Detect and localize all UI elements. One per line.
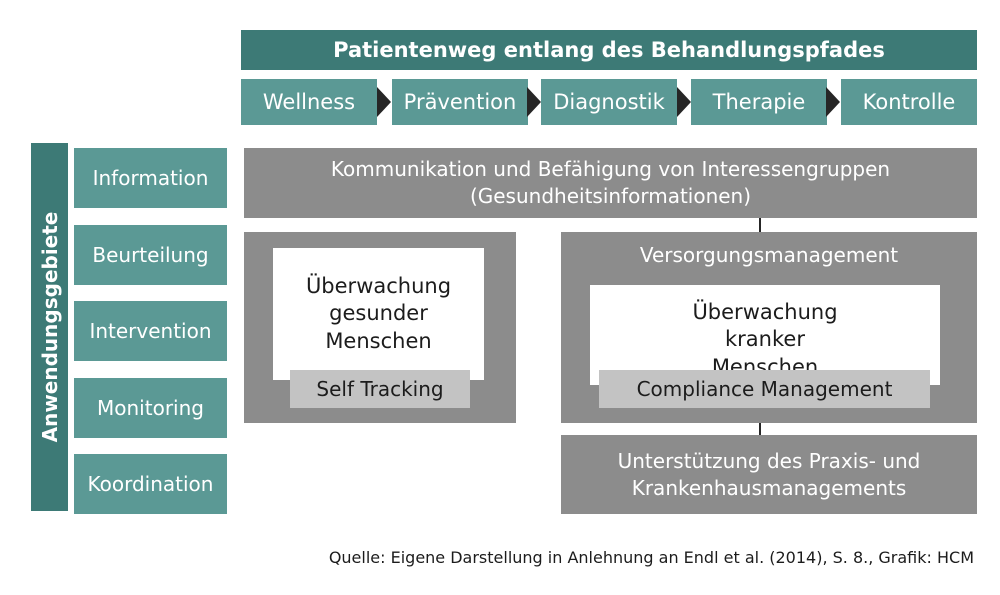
- side-item-information: Information: [74, 148, 227, 208]
- arrow-icon: [677, 87, 691, 117]
- stage-wellness: Wellness: [241, 79, 377, 125]
- care-management-title: Versorgungsmanagement: [639, 243, 899, 267]
- stage-therapie: Therapie: [691, 79, 827, 125]
- stage-label: Prävention: [403, 90, 517, 114]
- sick-monitoring-text: Überwachung kranker Menschen: [692, 300, 838, 379]
- side-item-label: Intervention: [89, 319, 212, 343]
- arrow-icon: [377, 87, 391, 117]
- diagram-title: Patientenweg entlang des Behandlungspfad…: [333, 38, 885, 62]
- arrow-icon: [826, 87, 840, 117]
- compliance-management-text: Compliance Management: [636, 377, 893, 401]
- stage-label: Kontrolle: [862, 90, 956, 114]
- side-title: Anwendungsgebiete: [37, 211, 62, 443]
- sick-monitoring-box: Überwachung kranker Menschen: [590, 285, 940, 385]
- source-caption: Quelle: Eigene Darstellung in Anlehnung …: [328, 548, 974, 567]
- side-item-label: Monitoring: [97, 396, 204, 420]
- side-item-beurteilung: Beurteilung: [74, 225, 227, 285]
- stage-label: Wellness: [262, 90, 356, 114]
- stage-diagnostik: Diagnostik: [541, 79, 677, 125]
- practice-management-text: Unterstützung des Praxis- und Krankenhau…: [617, 448, 921, 500]
- side-item-label: Beurteilung: [92, 243, 209, 267]
- self-tracking-label: Self Tracking: [290, 370, 470, 408]
- communication-text: Kommunikation und Befähigung von Interes…: [330, 157, 891, 208]
- healthy-monitoring-box: Überwachung gesunder Menschen: [273, 248, 484, 380]
- diagram-header: Patientenweg entlang des Behandlungspfad…: [241, 30, 977, 70]
- side-item-koordination: Koordination: [74, 454, 227, 514]
- practice-management-box: Unterstützung des Praxis- und Krankenhau…: [561, 435, 977, 514]
- stage-praevention: Prävention: [392, 79, 528, 125]
- communication-box: Kommunikation und Befähigung von Interes…: [244, 148, 977, 218]
- self-tracking-text: Self Tracking: [316, 377, 444, 401]
- healthy-monitoring-text: Überwachung gesunder Menschen: [305, 274, 452, 353]
- side-item-label: Koordination: [87, 472, 214, 496]
- stage-label: Therapie: [712, 90, 806, 114]
- arrow-icon: [527, 87, 541, 117]
- compliance-management-label: Compliance Management: [599, 370, 930, 408]
- side-item-label: Information: [92, 166, 209, 190]
- side-item-monitoring: Monitoring: [74, 378, 227, 438]
- side-item-intervention: Intervention: [74, 301, 227, 361]
- stage-kontrolle: Kontrolle: [841, 79, 977, 125]
- stage-label: Diagnostik: [553, 90, 665, 114]
- connector-line: [759, 218, 761, 232]
- side-title-bar: Anwendungsgebiete: [31, 143, 68, 511]
- connector-line: [759, 423, 761, 435]
